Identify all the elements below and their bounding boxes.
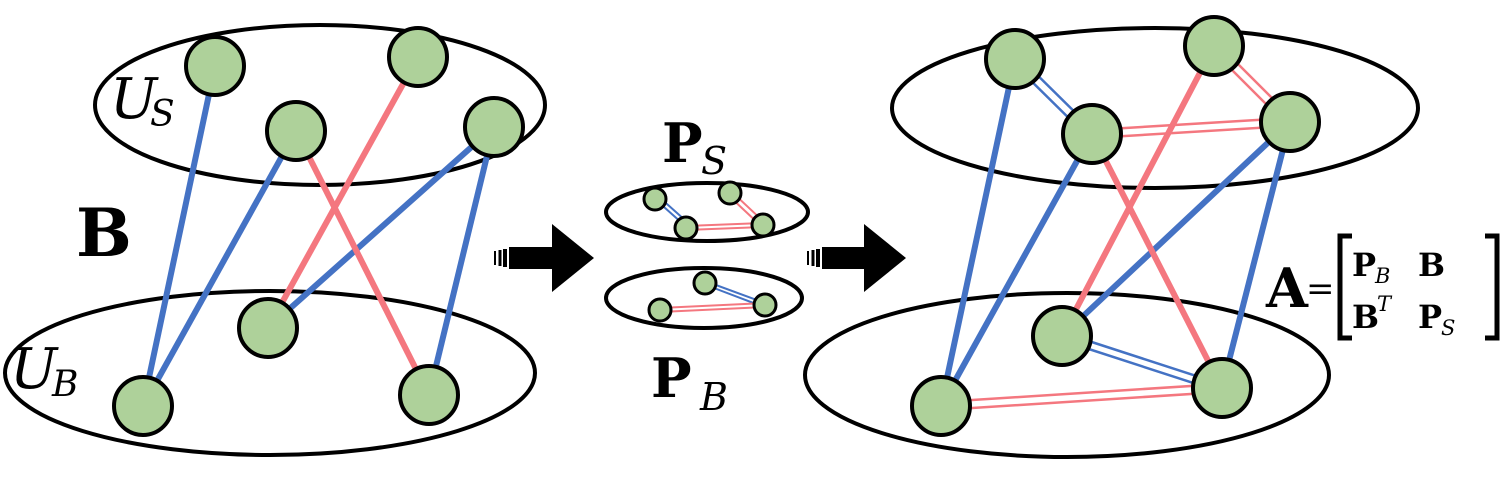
matrix-12: B — [1418, 246, 1445, 284]
set-b-ellipse — [3, 289, 537, 457]
edge-blue — [938, 132, 1095, 408]
matrix-11-subscript: B — [1374, 264, 1390, 288]
edge-blue — [140, 65, 218, 407]
ps-ellipse — [604, 181, 810, 243]
node — [1061, 103, 1123, 165]
edge-red — [265, 55, 421, 330]
node — [265, 100, 327, 162]
node — [387, 26, 449, 88]
right-bracket — [1485, 233, 1500, 341]
node — [463, 96, 525, 158]
matrix-22: P — [1418, 298, 1442, 336]
arrow-1 — [494, 224, 594, 292]
node — [1031, 305, 1093, 367]
arrow-2 — [807, 224, 906, 292]
node — [910, 375, 972, 437]
edge-red — [1059, 44, 1217, 338]
node — [750, 212, 776, 238]
node — [717, 180, 743, 206]
set-b-subscript: B — [51, 364, 78, 405]
node — [1191, 357, 1253, 419]
node — [647, 297, 673, 323]
equals-sign: = — [1306, 269, 1335, 309]
node — [752, 292, 778, 318]
set-s-label: U — [110, 67, 159, 132]
node — [1183, 15, 1245, 77]
edge-blue — [426, 126, 497, 396]
pb-edge-red — [659, 302, 766, 313]
pb-edge-red — [940, 382, 1223, 412]
node — [1259, 91, 1321, 153]
pb-subscript: B — [699, 375, 728, 419]
matrix-21: B — [1352, 298, 1379, 336]
set-s-subscript: S — [150, 94, 175, 135]
bipartite-matrix-label: B — [76, 194, 132, 272]
node — [642, 186, 668, 212]
edge-red — [1089, 132, 1225, 390]
ps-label: P — [662, 111, 703, 175]
matrix-22-subscript: S — [1441, 316, 1455, 340]
middle-panel: P S P B — [604, 111, 810, 419]
edge-blue — [140, 129, 299, 408]
edge-blue — [266, 124, 496, 331]
left-bracket — [1337, 233, 1352, 341]
edge-red — [293, 129, 432, 397]
set-b-ellipse — [803, 291, 1331, 459]
matrix-11: P — [1352, 246, 1376, 284]
left-panel: U S U B B — [3, 23, 547, 457]
node — [984, 28, 1046, 90]
node — [112, 375, 174, 437]
node — [673, 215, 699, 241]
right-panel — [803, 15, 1420, 459]
matrix-21-superscript: T — [1377, 292, 1393, 316]
pb-label: P — [651, 346, 692, 410]
set-s-ellipse — [890, 26, 1420, 190]
set-b-label: U — [10, 337, 59, 402]
node — [398, 364, 460, 426]
adjacency-formula: A = P B B B T P S — [1265, 233, 1500, 341]
node — [692, 270, 718, 296]
edge-blue — [1219, 121, 1293, 389]
pb-ellipse — [604, 266, 804, 330]
a-label: A — [1265, 256, 1309, 320]
ps-subscript: S — [701, 139, 727, 183]
node — [237, 297, 299, 359]
edge-blue — [1059, 119, 1293, 339]
edge-blue — [938, 58, 1018, 407]
node — [184, 35, 246, 97]
